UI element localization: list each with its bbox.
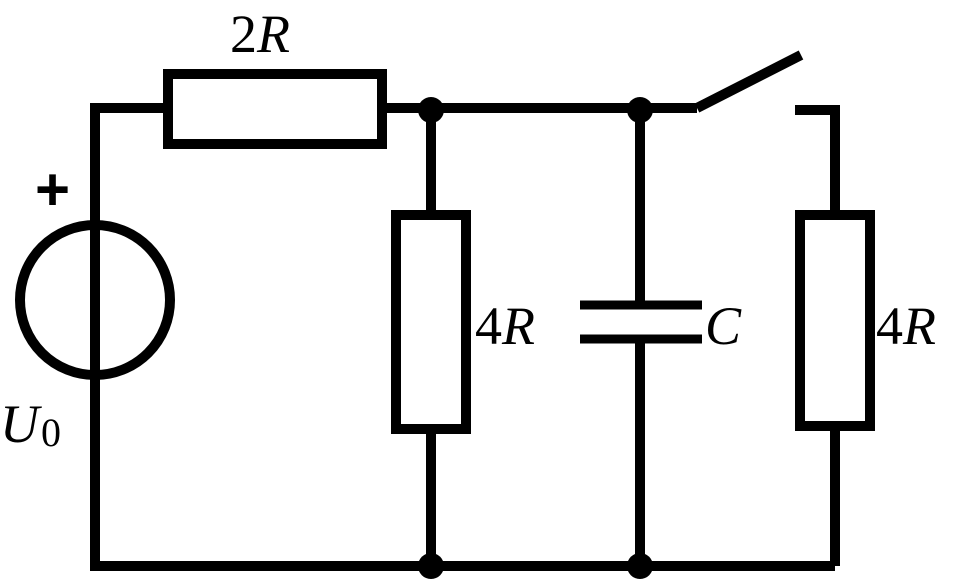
right-resistor-label: 4R	[876, 296, 936, 356]
junction-top-right	[627, 97, 653, 123]
junction-bottom-middle	[418, 553, 444, 579]
top-resistor-coef: 2	[230, 4, 257, 64]
top-resistor-label: 2R	[230, 4, 290, 64]
middle-resistor-label: 4R	[475, 296, 535, 356]
middle-resistor	[391, 210, 471, 434]
junction-top-middle	[418, 97, 444, 123]
right-resistor-coef: 4	[876, 296, 903, 356]
switch-blade	[694, 50, 804, 113]
source-name: U	[0, 394, 42, 454]
source-label: U0	[0, 394, 61, 455]
right-top-wire	[795, 105, 840, 215]
capacitor-label: C	[705, 296, 742, 356]
source-subscript: 0	[41, 410, 61, 455]
middle-resistor-coef: 4	[475, 296, 502, 356]
junction-bottom-right	[627, 553, 653, 579]
right-resistor	[795, 210, 875, 431]
voltage-source	[15, 220, 175, 380]
source-plus-label: +	[35, 156, 70, 223]
middle-resistor-sym: R	[501, 296, 535, 356]
right-resistor-sym: R	[902, 296, 936, 356]
top-resistor-sym: R	[256, 4, 290, 64]
top-resistor	[163, 69, 387, 149]
